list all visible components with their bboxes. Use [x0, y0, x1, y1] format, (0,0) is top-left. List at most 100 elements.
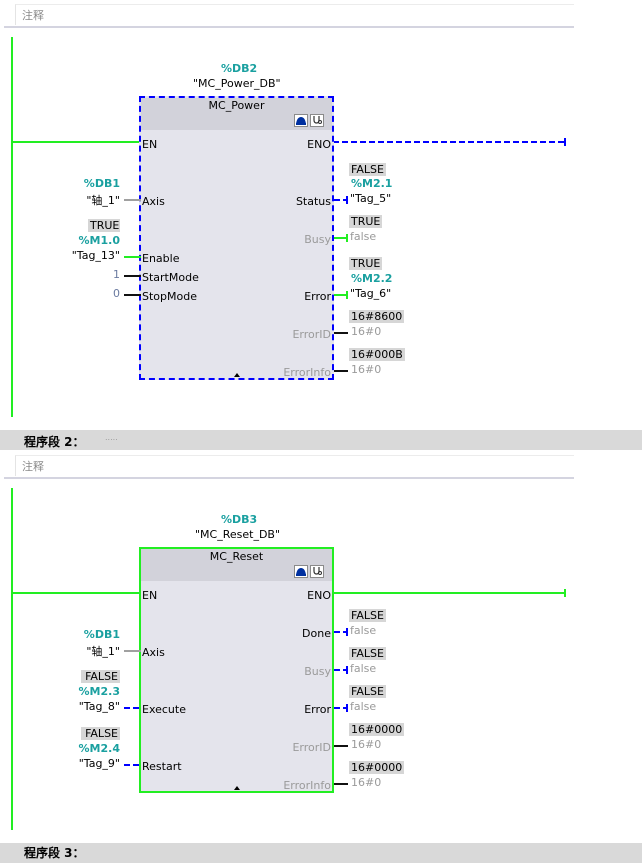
busy-tag[interactable]: false — [350, 230, 377, 243]
network-2-header[interactable]: 程序段 2： ..... — [0, 430, 642, 450]
instance-db-name[interactable]: "MC_Power_DB" — [193, 77, 281, 90]
errorid-monitor-value: 16#8600 — [349, 310, 405, 323]
axis-address: %DB1 — [83, 177, 120, 190]
block-icon-instance[interactable] — [294, 114, 308, 127]
network-2-title: 程序段 2： — [24, 435, 85, 449]
error-wire — [334, 294, 346, 296]
status-tag[interactable]: "Tag_5" — [350, 192, 392, 205]
mc-power-block[interactable]: MC_Power EN Axis Enable StartMode StopMo… — [139, 96, 334, 380]
restart-tag[interactable]: "Tag_9" — [78, 757, 120, 770]
status-address: %M2.1 — [351, 177, 393, 190]
enable-monitor-value: TRUE — [88, 219, 120, 232]
execute-address: %M2.3 — [78, 685, 120, 698]
comment-separator — [4, 26, 574, 28]
execute-tag[interactable]: "Tag_8" — [78, 700, 120, 713]
done-wire — [334, 631, 346, 633]
en-wire — [13, 141, 141, 143]
busy-wire — [334, 669, 346, 671]
expand-block-arrow[interactable] — [234, 373, 240, 377]
error-wire-end — [346, 291, 348, 299]
instance-db-address: %DB3 — [221, 513, 258, 526]
error-wire-end — [346, 704, 348, 712]
stopmode-constant[interactable]: 0 — [113, 287, 120, 300]
power-rail-left — [11, 37, 13, 417]
pin-axis: Axis — [142, 195, 165, 208]
busy-monitor-value: FALSE — [349, 647, 386, 660]
busy-tag[interactable]: false — [350, 662, 377, 675]
pin-axis: Axis — [142, 646, 165, 659]
pin-errorinfo: ErrorInfo — [283, 779, 331, 792]
startmode-constant[interactable]: 1 — [113, 268, 120, 281]
network-1-comment[interactable]: 注释 — [15, 4, 574, 25]
pin-eno: ENO — [307, 589, 331, 602]
execute-wire — [124, 707, 141, 709]
errorinfo-monitor-value: 16#000B — [349, 348, 405, 361]
error-tag[interactable]: false — [350, 700, 377, 713]
errorid-tag[interactable]: 16#0 — [351, 325, 382, 338]
pin-error: Error — [304, 703, 331, 716]
enable-wire — [124, 256, 141, 258]
eno-wire-end — [564, 589, 566, 597]
errorinfo-tag[interactable]: 16#0 — [351, 363, 382, 376]
comment-label: 注释 — [22, 460, 44, 473]
pin-done: Done — [302, 627, 331, 640]
restart-wire — [124, 764, 141, 766]
busy-wire-end — [346, 666, 348, 674]
busy-wire-end — [346, 234, 348, 242]
busy-wire — [334, 237, 346, 239]
pin-errorid: ErrorID — [292, 328, 331, 341]
mc-reset-block[interactable]: MC_Reset EN Axis Execute Restart ENO Don… — [139, 547, 334, 793]
done-monitor-value: FALSE — [349, 609, 386, 622]
errorinfo-tag[interactable]: 16#0 — [351, 776, 382, 789]
status-wire — [334, 199, 346, 201]
error-monitor-value: FALSE — [349, 685, 386, 698]
errorid-wire — [334, 332, 348, 334]
eno-wire — [333, 141, 565, 143]
network-2-comment[interactable]: 注释 — [15, 455, 574, 476]
pin-restart: Restart — [142, 760, 182, 773]
comment-label: 注释 — [22, 9, 44, 22]
done-wire-end — [346, 628, 348, 636]
block-name: MC_Power — [208, 99, 265, 112]
pin-execute: Execute — [142, 703, 186, 716]
pin-startmode: StartMode — [142, 271, 199, 284]
stethoscope-icon[interactable] — [310, 565, 324, 578]
error-tag[interactable]: "Tag_6" — [350, 287, 392, 300]
axis-tag[interactable]: "轴_1" — [86, 645, 120, 658]
pin-en: EN — [142, 138, 158, 151]
restart-monitor-value: FALSE — [81, 727, 120, 740]
instance-db-name[interactable]: "MC_Reset_DB" — [195, 528, 281, 541]
stethoscope-icon[interactable] — [310, 114, 324, 127]
errorid-monitor-value: 16#0000 — [349, 723, 405, 736]
restart-address: %M2.4 — [78, 742, 120, 755]
busy-monitor-value: TRUE — [349, 215, 383, 228]
expand-block-arrow[interactable] — [234, 786, 240, 790]
stopmode-wire — [124, 294, 141, 296]
errorinfo-wire — [334, 783, 348, 785]
eno-wire — [333, 592, 565, 594]
pin-busy: Busy — [304, 233, 331, 246]
errorinfo-wire — [334, 370, 348, 372]
network-2-title-placeholder[interactable]: ..... — [105, 433, 118, 442]
errorid-tag[interactable]: 16#0 — [351, 738, 382, 751]
en-wire — [13, 592, 141, 594]
network-3-title: 程序段 3： — [24, 846, 85, 860]
execute-monitor-value: FALSE — [81, 670, 120, 683]
pin-errorinfo: ErrorInfo — [283, 366, 331, 379]
enable-tag[interactable]: "Tag_13" — [71, 249, 120, 262]
axis-tag[interactable]: "轴_1" — [86, 194, 120, 207]
block-icon-instance[interactable] — [294, 565, 308, 578]
pin-stopmode: StopMode — [142, 290, 197, 303]
enable-address: %M1.0 — [78, 234, 120, 247]
errorinfo-monitor-value: 16#0000 — [349, 761, 405, 774]
pin-en: EN — [142, 589, 158, 602]
done-tag[interactable]: false — [350, 624, 377, 637]
pin-error: Error — [304, 290, 331, 303]
pin-busy: Busy — [304, 665, 331, 678]
network-3-header[interactable]: 程序段 3： — [0, 843, 642, 863]
pin-status: Status — [295, 195, 331, 208]
axis-wire — [124, 650, 141, 652]
axis-wire — [124, 199, 141, 201]
startmode-wire — [124, 275, 141, 277]
error-monitor-value: TRUE — [349, 257, 383, 270]
